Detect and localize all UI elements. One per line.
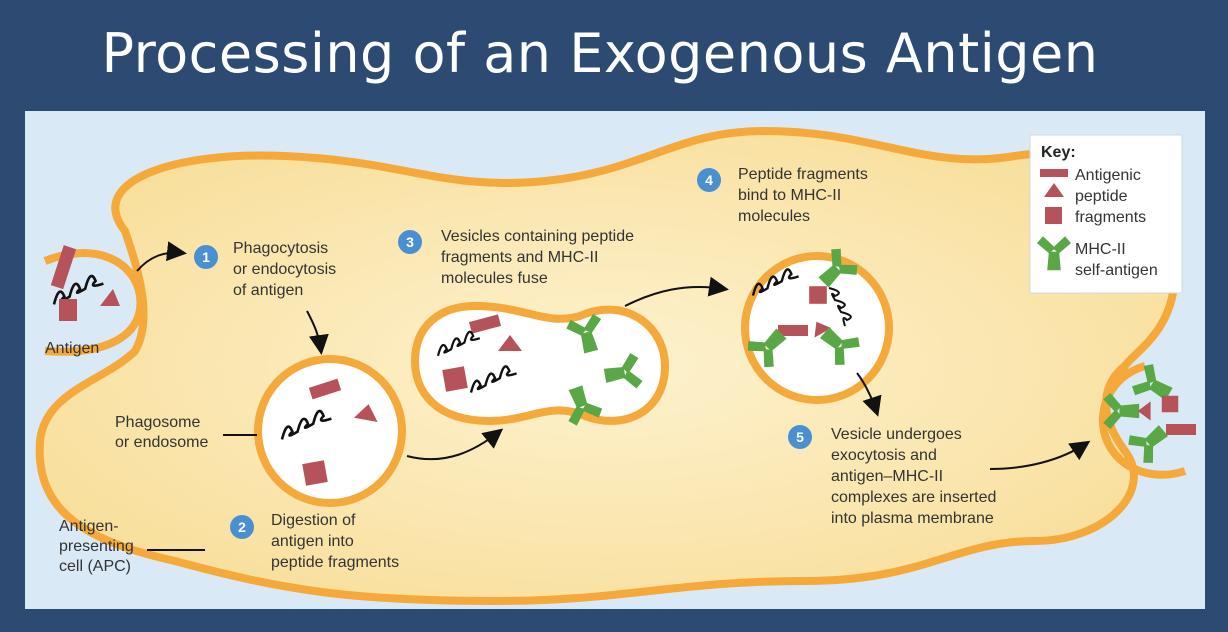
key-fragments-line3: fragments (1075, 209, 1146, 226)
key-legend: Key: Antigenic peptide fragments MHC-II … (1029, 134, 1183, 294)
step-2-line2: antigen into (271, 533, 354, 550)
key-fragments-line1: Antigenic (1075, 167, 1141, 184)
bound-vesicle (741, 244, 893, 404)
step-5-line2: exocytosis and (831, 447, 937, 464)
diagram-svg: Antigen Phagosome or endosome Antigen- p… (35, 126, 1196, 606)
step-4-line3: molecules (738, 208, 810, 225)
antigen-label: Antigen (45, 340, 99, 357)
phagosome-label-line1: Phagosome (115, 414, 200, 431)
phagosome (254, 355, 406, 507)
apc-label-line3: cell (APC) (59, 558, 131, 575)
step-number-5: 5 (796, 429, 804, 445)
step-3-line2: fragments and MHC-II (441, 249, 598, 266)
step-3: 3 Vesicles containing peptide fragments … (398, 228, 634, 287)
arrow-to-step5 (856, 372, 882, 417)
arrow-to-fusing (406, 428, 504, 461)
step-badge-2 (230, 515, 254, 539)
step-badge-5 (788, 425, 812, 449)
step-badge-4 (697, 168, 721, 192)
apc-label-line2: presenting (59, 538, 134, 555)
step-number-2: 2 (238, 519, 246, 535)
step-2: 2 Digestion of antigen into peptide frag… (230, 512, 399, 571)
key-title: Key: (1041, 144, 1076, 161)
step-3-line1: Vesicles containing peptide (441, 228, 634, 245)
key-triangle-fragment (1044, 183, 1064, 197)
step-number-4: 4 (705, 172, 713, 188)
step-number-3: 3 (406, 234, 414, 250)
diagram-panel: Antigen Phagosome or endosome Antigen- p… (25, 111, 1205, 609)
step-number-1: 1 (202, 249, 210, 265)
step-4-line1: Peptide fragments (738, 166, 868, 183)
step-1-line2: or endocytosis (233, 261, 336, 278)
arrow-to-phagosome (306, 310, 329, 355)
step-5-line1: Vesicle undergoes (831, 426, 962, 443)
step-5-line4: complexes are inserted (831, 489, 996, 506)
step-5-line3: antigen–MHC-II (831, 468, 943, 485)
antigen-particle (50, 245, 120, 321)
key-square-fragment (1045, 207, 1062, 224)
step-1: 1 Phagocytosis or endocytosis of antigen (194, 240, 336, 299)
key-bar-fragment (1040, 169, 1068, 177)
step-1-line1: Phagocytosis (233, 240, 328, 257)
key-fragments-line2: peptide (1075, 188, 1128, 205)
step-1-line3: of antigen (233, 282, 303, 299)
step-5-line5: into plasma membrane (831, 510, 994, 527)
step-4-line2: bind to MHC-II (738, 187, 841, 204)
arrow-to-membrane (989, 440, 1091, 470)
fusing-vesicles (410, 301, 670, 428)
step-badge-3 (398, 230, 422, 254)
step-3-line3: molecules fuse (441, 270, 548, 287)
step-2-line1: Digestion of (271, 512, 356, 529)
arrow-to-bound (624, 276, 729, 307)
apc-label-line1: Antigen- (59, 518, 119, 535)
phagosome-label-line2: or endosome (115, 434, 208, 451)
step-4: 4 Peptide fragments bind to MHC-II molec… (697, 166, 868, 225)
step-2-line3: peptide fragments (271, 554, 399, 571)
slide-title: Processing of an Exogenous Antigen (101, 22, 1099, 85)
arrow-step1 (136, 241, 187, 272)
membrane-indentation (43, 249, 145, 356)
step-5: 5 Vesicle undergoes exocytosis and antig… (788, 425, 996, 527)
key-mhc-line2: self-antigen (1075, 262, 1158, 279)
membrane-complexes (1099, 360, 1196, 479)
step-badge-1 (194, 245, 218, 269)
key-mhc-line1: MHC-II (1075, 241, 1126, 258)
